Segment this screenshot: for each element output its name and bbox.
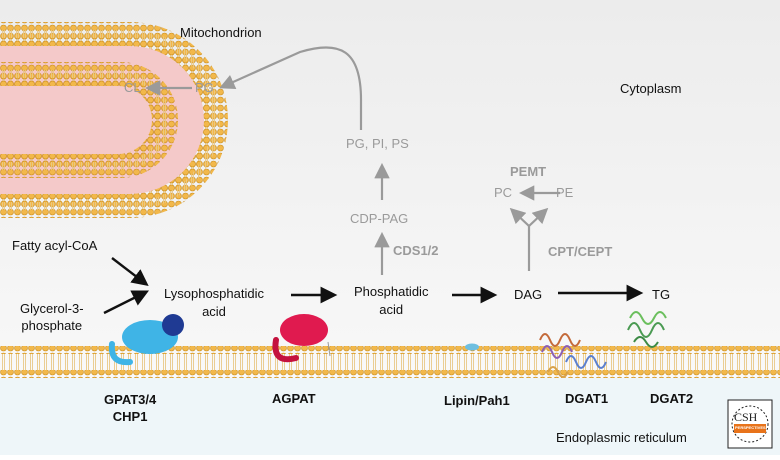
gpat-label: GPAT3/4: [104, 392, 157, 407]
glycerol-3-phosphate-label: Glycerol-3- phosphate: [20, 300, 84, 334]
pe-label: PE: [556, 185, 574, 200]
pg-label: PG: [195, 80, 214, 95]
lysophosphatidic-acid-label: Lysophosphatidic acid: [164, 285, 264, 321]
logo-text: CSH: [734, 410, 758, 424]
cl-label: CL: [124, 80, 141, 95]
gray-arrows: [144, 46, 560, 275]
arrow-acylcoa-to-lpa: [111, 257, 149, 287]
er-lumen: [0, 378, 780, 455]
arrow-pg-to-mito: [219, 46, 363, 130]
phosphatidic-acid-line-1: Phosphatidic: [354, 284, 429, 299]
er-label: Endoplasmic reticulum: [556, 430, 687, 445]
pemt-enzyme-label: PEMT: [510, 164, 547, 179]
lysophosphatidic-acid-line-2: acid: [202, 304, 226, 319]
dgat1-protein: [539, 333, 607, 378]
csh-perspectives-logo: [727, 399, 773, 449]
dark-arrows: [103, 257, 644, 315]
phosphatidic-acid-label: Phosphatidic acid: [354, 283, 428, 319]
cdp-pag-label: CDP-PAG: [350, 211, 409, 226]
cds-enzyme-label: CDS1/2: [393, 243, 439, 258]
mitochondrion-label: Mitochondrion: [180, 25, 262, 40]
glycerol-3-phosphate-line-2: phosphate: [21, 318, 83, 333]
pg-pi-ps-label: PG, PI, PS: [346, 136, 409, 151]
cpt-enzyme-label: CPT/CEPT: [548, 244, 613, 259]
mitochondrion: [0, 22, 228, 218]
arrow-g3p-to-lpa: [103, 290, 150, 315]
dgat2-protein: [627, 311, 667, 348]
logo-subtext: PERSPECTIVES: [735, 425, 766, 430]
lipin-protein: [465, 343, 479, 351]
dag-label: DAG: [514, 287, 543, 302]
agpat-label: AGPAT: [272, 391, 316, 406]
fatty-acyl-coa-label: Fatty acyl-CoA: [12, 238, 98, 253]
cytoplasm-label: Cytoplasm: [620, 81, 682, 96]
agpat-protein: [272, 314, 331, 363]
lipin-label: Lipin/Pah1: [444, 393, 510, 408]
lysophosphatidic-acid-line-1: Lysophosphatidic: [164, 286, 264, 301]
gpat-chp1-label: GPAT3/4 CHP1: [104, 391, 156, 425]
glycerol-3-phosphate-line-1: Glycerol-3-: [20, 301, 84, 316]
arrow-dag-to-pe: [528, 207, 549, 227]
pc-label: PC: [494, 185, 513, 200]
dgat2-label: DGAT2: [650, 391, 694, 406]
phosphatidic-acid-line-2: acid: [379, 302, 404, 317]
arrow-dag-to-pc: [509, 207, 530, 227]
gpat-chp1-protein: [108, 314, 184, 366]
dgat1-label: DGAT1: [565, 391, 609, 406]
chp1-label: CHP1: [112, 409, 148, 424]
tg-label: TG: [652, 287, 671, 302]
